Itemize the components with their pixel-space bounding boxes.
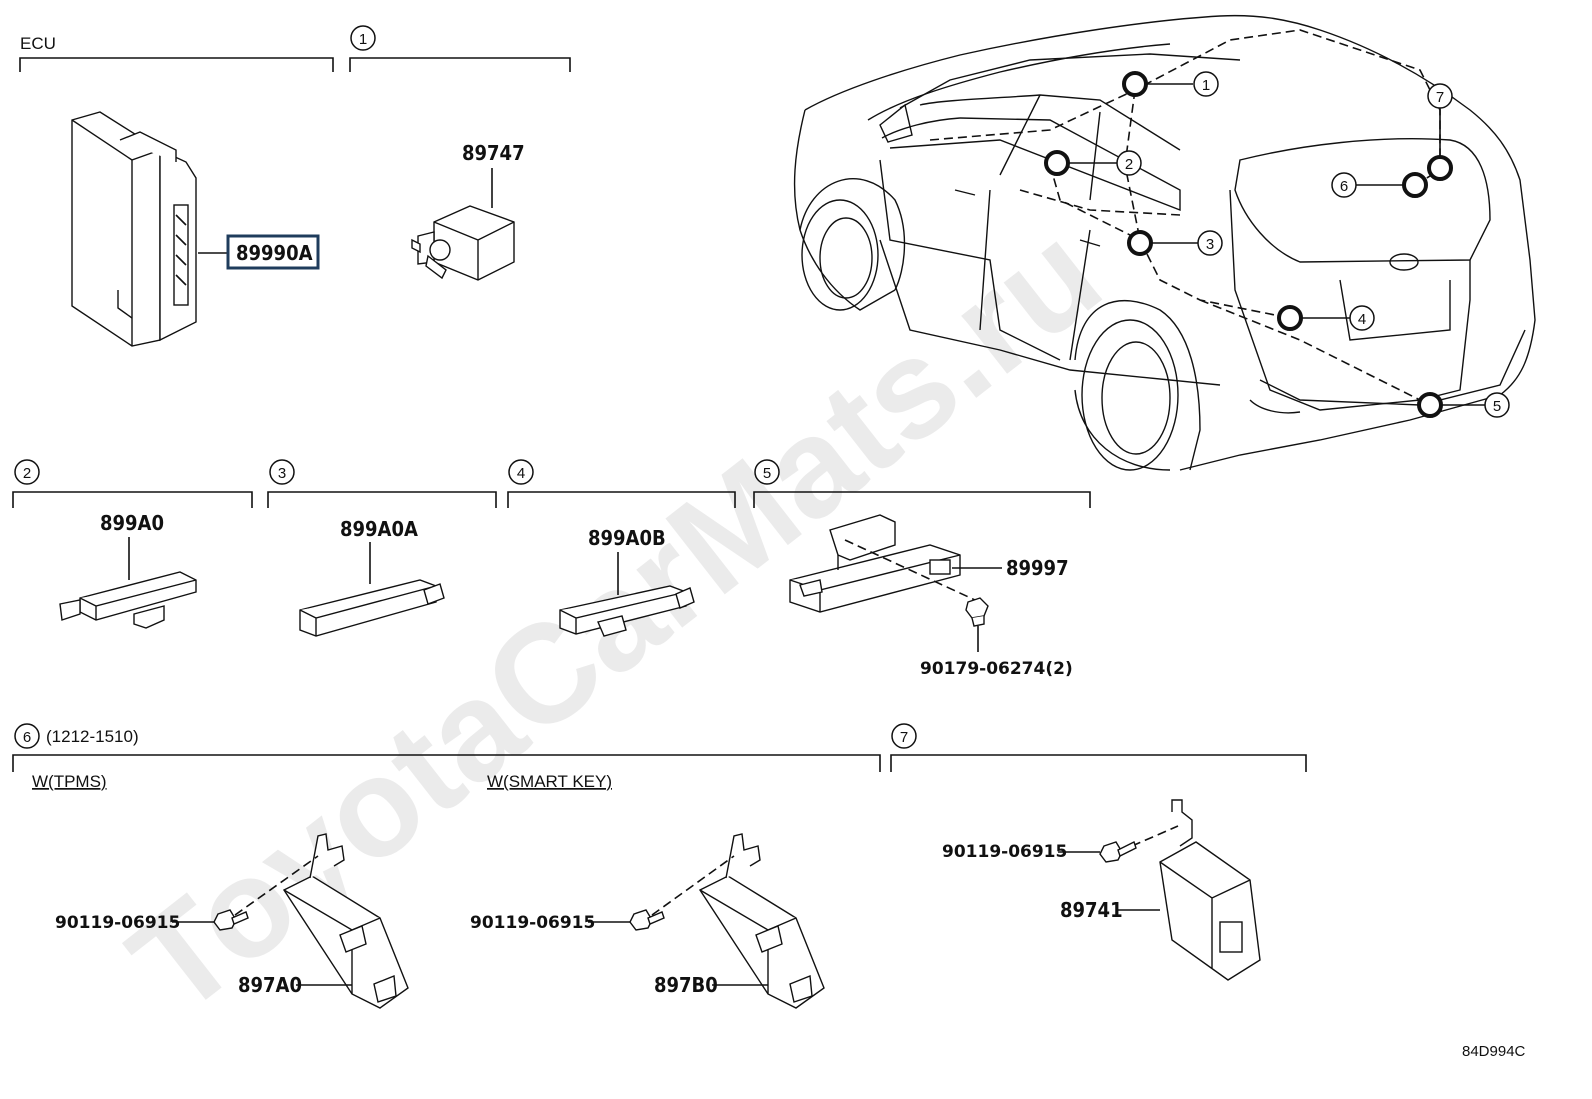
- section-bracket-5: [753, 491, 1091, 508]
- diagram-code: 84D994C: [1462, 1043, 1526, 1060]
- part-number-90179-06274[interactable]: 90179-06274(2): [920, 659, 1073, 679]
- location-marker-7: [1427, 155, 1453, 181]
- location-marker-3: [1127, 230, 1153, 256]
- svg-text:3: 3: [1206, 236, 1214, 253]
- section-bracket-4: [507, 491, 736, 508]
- section-bracket-1: [349, 57, 571, 72]
- section-bracket-2: [12, 491, 253, 508]
- location-marker-5: [1417, 392, 1443, 418]
- receiver-897A0-drawing: [282, 833, 409, 1009]
- section-number-6: 6: [23, 729, 31, 746]
- location-marker-4: [1277, 305, 1303, 331]
- section-4: 4 899A0B: [507, 459, 736, 637]
- part-number-899A0B[interactable]: 899A0B: [588, 526, 666, 550]
- part-number-899A0[interactable]: 899A0: [100, 511, 164, 535]
- receiver-897B0-drawing: [698, 833, 825, 1009]
- vehicle-callout-3[interactable]: 3: [1197, 230, 1223, 256]
- section-number-1: 1: [359, 31, 367, 48]
- section-bracket-3: [267, 491, 497, 508]
- bolt-b-drawing: [629, 909, 665, 931]
- svg-text:6: 6: [1340, 178, 1348, 195]
- section-number-circle-7: [891, 723, 917, 749]
- part-number-89747[interactable]: 89747: [462, 141, 525, 165]
- bolt-a-drawing: [213, 909, 249, 931]
- location-marker-1: [1122, 71, 1148, 97]
- vehicle-illustration: 1 2 3 4 5 6 7: [793, 14, 1536, 471]
- part-number-89997[interactable]: 89997: [1006, 556, 1069, 580]
- section-number-circle-1: [350, 25, 376, 51]
- bolt-c-drawing: [1099, 841, 1137, 863]
- mount-line-89741: [1131, 825, 1179, 847]
- svg-text:5: 5: [1493, 398, 1501, 415]
- vehicle-callout-2[interactable]: 2: [1116, 150, 1142, 176]
- vehicle-callout-1[interactable]: 1: [1193, 71, 1219, 97]
- part-number-897B0[interactable]: 897B0: [654, 973, 718, 997]
- section-bracket-6: [12, 754, 881, 772]
- section-number-7: 7: [900, 729, 908, 746]
- section-7: 7 90119-06915 89741: [890, 723, 1307, 981]
- section-6: 6 (1212-1510) W(TPMS) W(SMART KEY) 90119…: [12, 723, 881, 1009]
- section-1: 1 89747: [349, 25, 571, 281]
- antenna-899A0B-drawing: [559, 585, 695, 637]
- section-number-2: 2: [23, 465, 31, 482]
- subsection-label-tpms: W(TPMS): [32, 772, 107, 791]
- section-5: 5 89997 90179-06274(2): [753, 459, 1091, 679]
- section-label-ecu: ECU: [20, 34, 56, 53]
- part-number-90119-06915-a[interactable]: 90119-06915: [55, 913, 180, 933]
- section-number-circle-5: [754, 459, 780, 485]
- location-marker-6: [1402, 172, 1428, 198]
- section-number-circle-2: [14, 459, 40, 485]
- section-number-3: 3: [278, 465, 286, 482]
- antenna-899A0-drawing: [59, 571, 197, 629]
- section-number-circle-3: [269, 459, 295, 485]
- section-number-circle-6: [14, 723, 40, 749]
- bracket-89997-drawing: [789, 514, 961, 613]
- section-number-5: 5: [763, 465, 771, 482]
- subsection-label-smart-key: W(SMART KEY): [487, 772, 612, 791]
- section-ecu: ECU 89990A: [19, 34, 334, 347]
- relay-89747-drawing: [411, 205, 515, 281]
- section-bracket-7: [890, 754, 1307, 772]
- svg-text:2: 2: [1125, 156, 1133, 173]
- ecu-module-drawing: [71, 111, 197, 347]
- clip-90179-drawing: [965, 597, 989, 627]
- receiver-89741-drawing: [1159, 799, 1261, 981]
- vehicle-callout-5[interactable]: 5: [1484, 392, 1510, 418]
- mount-line-89997: [844, 539, 976, 601]
- section-6-date-range: (1212-1510): [46, 727, 139, 746]
- vehicle-callout-6[interactable]: 6: [1331, 172, 1357, 198]
- part-number-899A0A[interactable]: 899A0A: [340, 517, 418, 541]
- vehicle-callout-7[interactable]: 7: [1427, 83, 1453, 109]
- mount-line-897A0: [234, 855, 319, 916]
- vehicle-callout-4[interactable]: 4: [1349, 305, 1375, 331]
- section-2: 2 899A0: [12, 459, 253, 629]
- antenna-899A0A-drawing: [299, 579, 445, 637]
- part-number-89741[interactable]: 89741: [1060, 898, 1123, 922]
- section-bracket-ecu: [19, 57, 334, 72]
- part-number-897A0[interactable]: 897A0: [238, 973, 302, 997]
- location-marker-2: [1044, 150, 1070, 176]
- section-number-4: 4: [517, 465, 525, 482]
- svg-text:7: 7: [1436, 89, 1444, 106]
- section-3: 3 899A0A: [267, 459, 497, 637]
- part-number-ecu[interactable]: 89990A: [236, 241, 313, 265]
- svg-text:1: 1: [1202, 77, 1210, 94]
- mount-line-897B0: [651, 855, 735, 916]
- svg-text:4: 4: [1358, 311, 1366, 328]
- part-number-box-ecu[interactable]: [226, 234, 320, 270]
- part-number-90119-06915-c[interactable]: 90119-06915: [942, 842, 1067, 862]
- part-number-90119-06915-b[interactable]: 90119-06915: [470, 913, 595, 933]
- section-number-circle-4: [508, 459, 534, 485]
